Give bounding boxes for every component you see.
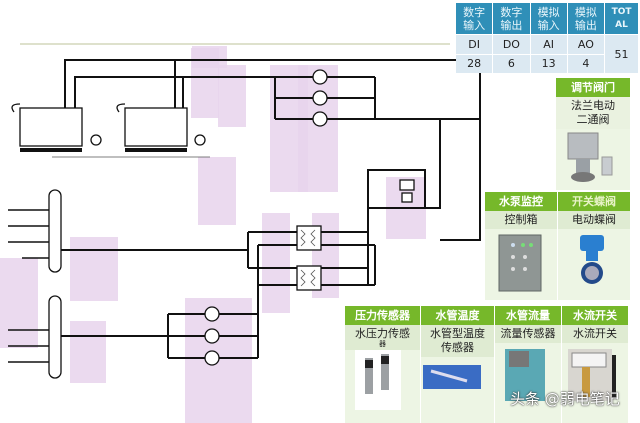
card-pipe-flow: 水管流量 流量传感器 — [495, 306, 561, 423]
card-flow-switch: 水流开关 水流开关 — [562, 306, 628, 423]
control-box-image — [498, 234, 542, 292]
card-title: 水管流量 — [495, 306, 561, 325]
header-do: 数字输出 — [493, 3, 530, 35]
count-ao: 4 — [567, 54, 605, 73]
flow-switch-image — [568, 349, 616, 401]
card-title: 水泵监控 — [485, 192, 557, 211]
count-do: 6 — [493, 54, 530, 73]
heat-exchangers — [296, 225, 322, 291]
butterfly-valve-image — [580, 235, 604, 284]
card-title: 水流开关 — [562, 306, 628, 325]
valve-actuator-image — [567, 132, 613, 182]
code-do: DO — [493, 35, 530, 54]
sensor-zones — [0, 46, 426, 423]
card-title: 水管温度 — [421, 306, 494, 325]
boiler-2 — [116, 103, 206, 152]
code-ao: AO — [567, 35, 605, 54]
header-ao: 模拟输出 — [567, 3, 605, 35]
watermark: 头条 @弱电笔记 — [510, 390, 620, 408]
supply-manifold — [48, 189, 62, 273]
primary-pumps — [312, 69, 328, 127]
card-description: 控制箱 — [485, 211, 557, 229]
card-title: 压力传感器 — [345, 306, 420, 325]
pressure-sensor-image — [355, 350, 401, 410]
card-description: 法兰电动二通阀 — [556, 97, 630, 129]
card-regulating-valve: 调节阀门 法兰电动二通阀 — [556, 78, 630, 190]
card-switch-valve: 开关蝶阀 电动蝶阀 — [558, 192, 630, 300]
card-pipe-temperature: 水管温度 水管型温度传感器 — [421, 306, 494, 423]
manifold-branches — [8, 209, 49, 363]
boiler-1 — [11, 103, 102, 152]
count-ai: 13 — [530, 54, 567, 73]
card-description: 水管型温度传感器 — [421, 325, 494, 357]
temperature-sensor-image — [423, 365, 481, 389]
card-description: 水流开关 — [562, 325, 628, 343]
card-pressure-sensor: 压力传感器 水压力传感器 — [345, 306, 420, 423]
return-manifold — [48, 295, 62, 379]
total-count: 51 — [605, 35, 638, 73]
bypass-valve — [399, 179, 415, 203]
card-description: 水压力传感器 — [345, 325, 420, 350]
code-ai: AI — [530, 35, 567, 54]
card-description: 流量传感器 — [495, 325, 561, 343]
code-di: DI — [456, 35, 493, 54]
flow-sensor-image — [505, 349, 545, 401]
header-di: 数字输入 — [456, 3, 493, 35]
card-pump-monitor: 水泵监控 控制箱 — [485, 192, 557, 300]
card-title: 开关蝶阀 — [558, 192, 630, 211]
count-di: 28 — [456, 54, 493, 73]
header-ai: 模拟输入 — [530, 3, 567, 35]
card-description: 电动蝶阀 — [558, 211, 630, 229]
card-title: 调节阀门 — [556, 78, 630, 97]
secondary-pumps — [204, 306, 220, 366]
